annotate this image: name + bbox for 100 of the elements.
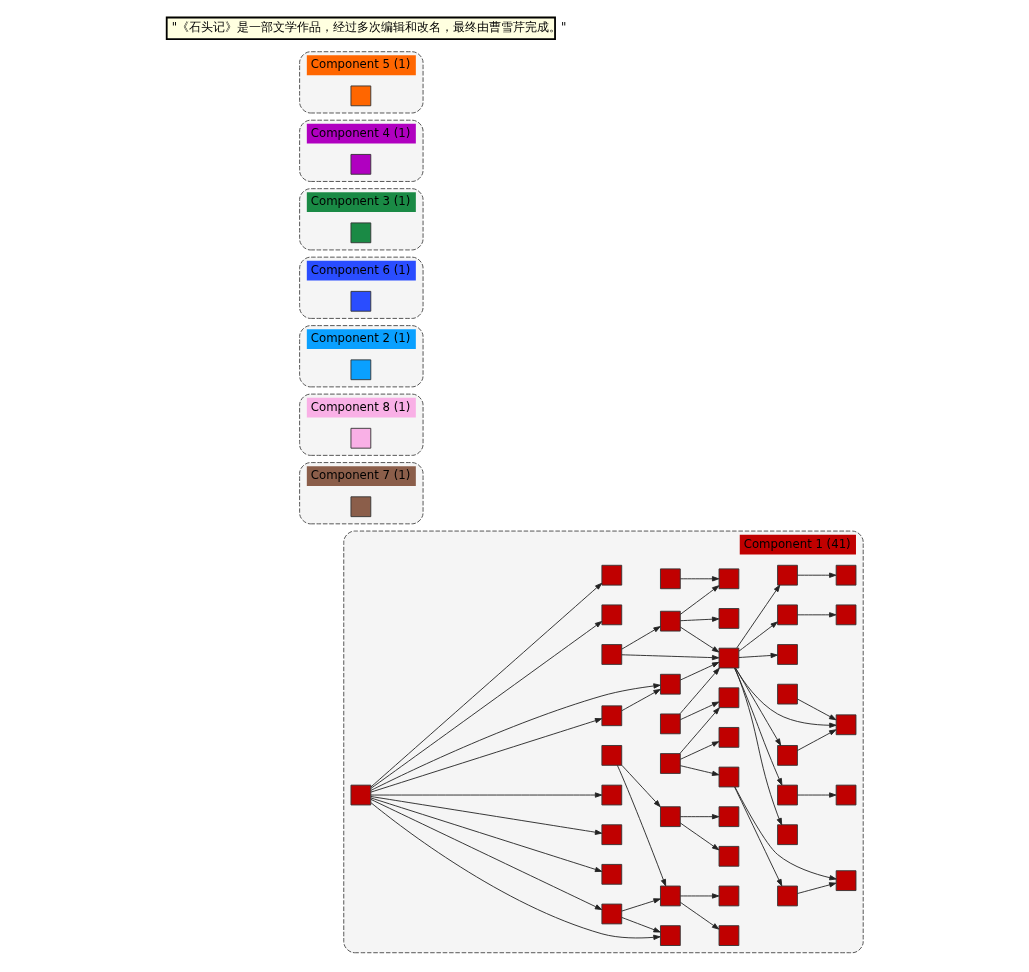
node-box (350, 359, 372, 381)
node-box (718, 727, 740, 748)
arrow (797, 882, 837, 894)
node-box (718, 687, 740, 709)
arrow (370, 718, 603, 793)
node-box (660, 610, 681, 632)
node-box (718, 925, 740, 946)
arrow (679, 741, 720, 760)
arrow (370, 683, 661, 791)
arrow (738, 652, 778, 659)
arrow (797, 792, 837, 798)
arrow (679, 626, 720, 653)
arrow (679, 901, 720, 930)
node-box (835, 870, 857, 891)
node-box (660, 568, 681, 590)
arrow (370, 802, 661, 940)
node-box (718, 608, 740, 629)
node-box (718, 568, 740, 590)
node-box (835, 604, 857, 626)
arrow (679, 893, 720, 899)
arrow (370, 797, 603, 873)
node-box (601, 604, 623, 626)
arrow (370, 621, 603, 789)
node-box (660, 753, 681, 774)
arrow (736, 584, 781, 649)
node-box (718, 845, 740, 867)
arrow (370, 792, 603, 798)
cluster: Component 7 (1) (299, 462, 424, 525)
node-box (777, 604, 798, 626)
node-box (777, 824, 798, 846)
node-box (350, 154, 372, 175)
node-box (718, 806, 740, 828)
node-box (718, 766, 740, 788)
node-box (350, 222, 372, 244)
node-box (601, 705, 623, 727)
cluster: Component 2 (1) (299, 325, 424, 388)
arrow (734, 786, 783, 887)
node-box (777, 784, 798, 806)
node-box (835, 784, 857, 806)
node-box (718, 885, 740, 907)
arrow (797, 698, 837, 721)
arrow (797, 729, 837, 751)
node-box (660, 806, 681, 828)
arrow (679, 707, 720, 754)
node-box (777, 644, 798, 665)
arrow (370, 798, 603, 910)
arrow (734, 786, 837, 881)
node-box (601, 644, 623, 665)
cluster: Component 3 (1) (299, 188, 424, 251)
node-box (777, 683, 798, 705)
arrow (679, 616, 720, 622)
arrow (738, 621, 778, 652)
node-box (350, 427, 372, 449)
node-box (601, 784, 623, 806)
node-box (835, 714, 857, 736)
cluster: Component 4 (1) (299, 119, 424, 182)
node-box (350, 290, 372, 312)
arrow (679, 667, 720, 715)
node-box (601, 745, 623, 766)
arrow (679, 765, 720, 776)
node-box (601, 903, 623, 925)
node-box (835, 564, 857, 586)
cluster: Component 8 (1) (299, 393, 424, 456)
node-box (718, 647, 740, 669)
arrow (679, 822, 720, 851)
arrow (621, 898, 661, 912)
arrow (734, 667, 783, 786)
arrow (370, 796, 603, 835)
node-box (601, 824, 623, 846)
arrow (621, 626, 661, 650)
cluster: Component 1 (41) (343, 530, 864, 954)
arrow (679, 701, 720, 721)
cluster: Component 5 (1) (299, 51, 424, 114)
arrow (797, 572, 837, 578)
node-box (660, 673, 681, 695)
arrow (621, 764, 661, 808)
node-box (777, 745, 798, 766)
node-box (350, 85, 372, 107)
node-box (660, 885, 681, 907)
arrow (734, 667, 783, 826)
node-box (777, 885, 798, 907)
node-box (601, 564, 623, 586)
arrow (735, 667, 782, 746)
node-box (601, 863, 623, 885)
arrow (679, 576, 720, 582)
arrow (621, 654, 720, 661)
arrow (621, 917, 661, 933)
node-box (350, 496, 372, 518)
arrow (679, 661, 720, 681)
arrow (621, 688, 661, 712)
node-box (660, 925, 681, 946)
label: "《石头记》是一部文学作品，经过多次编辑和改名，最终由曹雪芹完成。" (171, 20, 567, 35)
node-box (660, 713, 681, 735)
arrow (679, 814, 720, 820)
node-box (777, 564, 798, 586)
arrow (616, 765, 667, 887)
arrow (679, 585, 720, 615)
node-box (350, 784, 372, 806)
arrow (797, 612, 837, 618)
cluster: Component 6 (1) (299, 256, 424, 319)
